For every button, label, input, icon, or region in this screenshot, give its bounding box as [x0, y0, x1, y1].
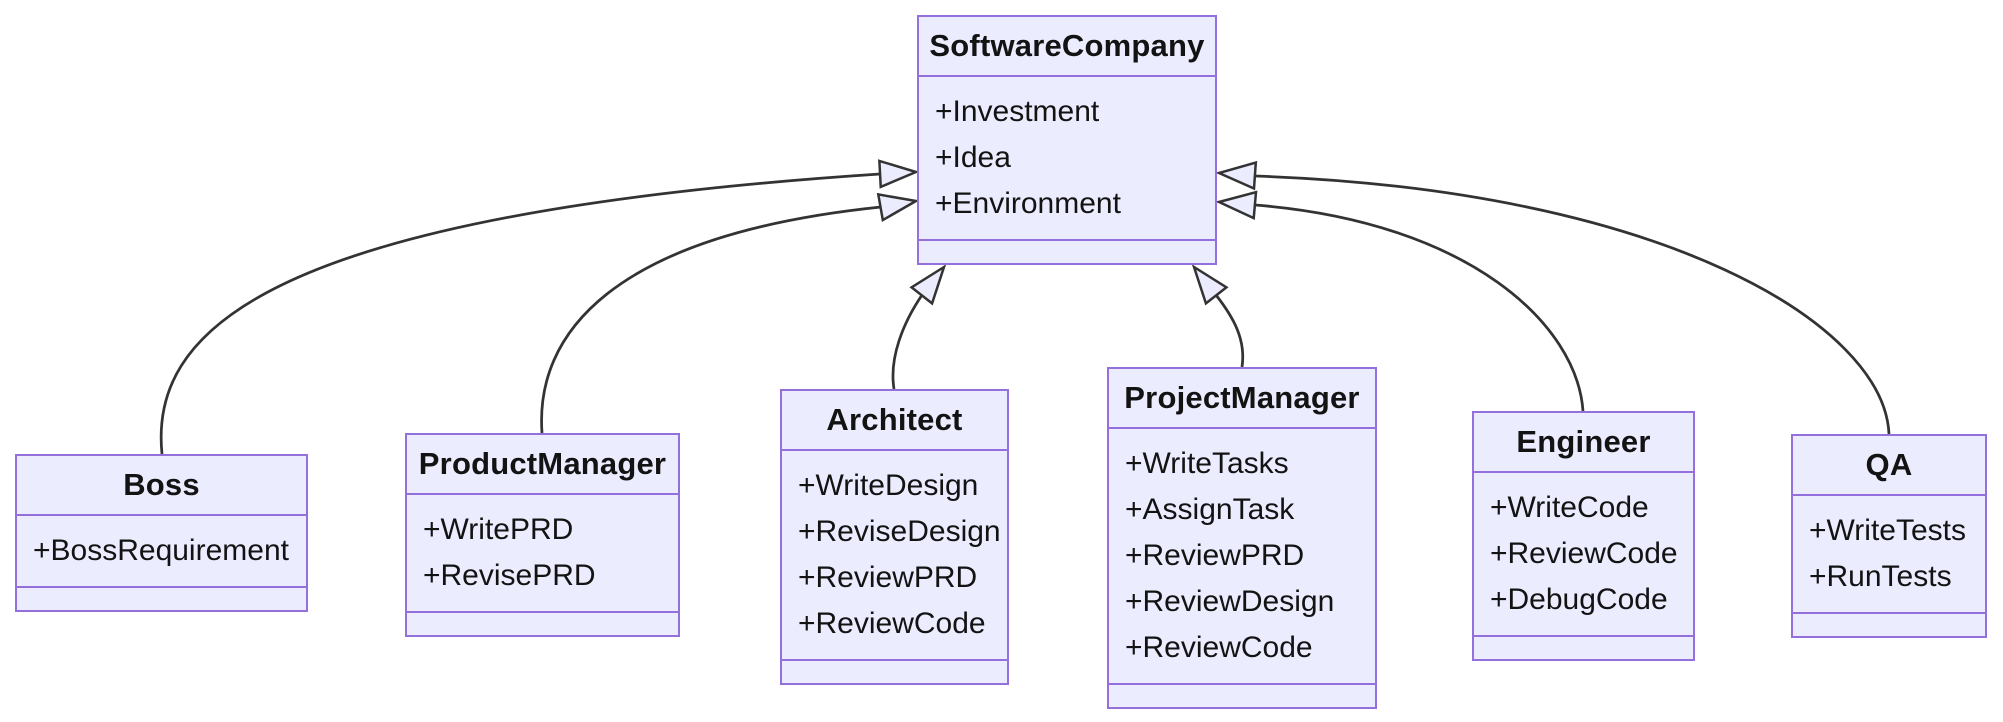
class-projectmanager-title: ProjectManager	[1124, 380, 1360, 415]
attribute: +Idea	[935, 141, 1011, 174]
attribute: +ReviseDesign	[798, 515, 1001, 548]
attribute: +WriteDesign	[798, 469, 979, 502]
inheritance-arrowhead-boss	[878, 159, 920, 189]
attribute: +ReviewCode	[798, 607, 986, 640]
class-engineer-attributes: +WriteCode +ReviewCode +DebugCode	[1474, 471, 1693, 635]
class-boss-title: Boss	[123, 467, 200, 502]
edge-architect-to-softwarecompany	[891, 294, 924, 390]
class-projectmanager: ProjectManager +WriteTasks +AssignTask +…	[1107, 367, 1377, 709]
inheritance-arrowhead-productmanager	[876, 192, 920, 223]
inheritance-arrowhead-engineer	[1215, 190, 1258, 220]
attribute: +AssignTask	[1125, 493, 1295, 526]
class-productmanager-title: ProductManager	[418, 446, 667, 481]
class-softwarecompany-methods-empty	[919, 239, 1215, 263]
inheritance-arrowhead-projectmanager	[1191, 264, 1229, 306]
class-softwarecompany-attributes: +Investment +Idea +Environment	[919, 75, 1215, 239]
class-softwarecompany-title: SoftwareCompany	[929, 28, 1205, 63]
class-boss-attributes: +BossRequirement	[17, 514, 306, 586]
class-architect: Architect +WriteDesign +ReviseDesign +Re…	[780, 389, 1009, 685]
attribute: +BossRequirement	[33, 534, 289, 567]
class-engineer-methods-empty	[1474, 635, 1693, 659]
class-qa-methods-empty	[1793, 612, 1985, 636]
attribute: +WriteTasks	[1125, 447, 1289, 480]
class-productmanager: ProductManager +WritePRD +RevisePRD	[405, 433, 680, 637]
edge-productmanager-to-softwarecompany	[540, 205, 882, 434]
attribute: +ReviewPRD	[798, 561, 978, 594]
class-boss-methods-empty	[17, 586, 306, 610]
class-architect-methods-empty	[782, 659, 1007, 683]
edge-boss-to-softwarecompany	[159, 172, 881, 455]
class-productmanager-methods-empty	[407, 611, 678, 635]
attribute: +RevisePRD	[423, 559, 596, 592]
class-qa: QA +WriteTests +RunTests	[1791, 434, 1987, 638]
edge-qa-to-softwarecompany	[1254, 174, 1891, 435]
attribute: +ReviewCode	[1490, 537, 1678, 570]
edge-engineer-to-softwarecompany	[1254, 203, 1585, 412]
attribute: +WriteCode	[1490, 491, 1649, 524]
attribute: +ReviewCode	[1125, 631, 1313, 664]
class-architect-attributes: +WriteDesign +ReviseDesign +ReviewPRD +R…	[782, 449, 1007, 659]
class-engineer: Engineer +WriteCode +ReviewCode +DebugCo…	[1472, 411, 1695, 661]
inheritance-arrowhead-qa	[1215, 160, 1258, 191]
class-qa-title: QA	[1865, 447, 1913, 482]
inheritance-arrowhead-architect	[909, 264, 947, 306]
class-projectmanager-attributes: +WriteTasks +AssignTask +ReviewPRD +Revi…	[1109, 427, 1375, 683]
attribute: +Investment	[935, 95, 1100, 128]
attribute: +RunTests	[1809, 560, 1952, 593]
attribute: +DebugCode	[1490, 583, 1668, 616]
class-architect-title: Architect	[826, 402, 963, 437]
class-boss: Boss +BossRequirement	[15, 454, 308, 612]
edge-projectmanager-to-softwarecompany	[1214, 294, 1245, 368]
class-projectmanager-methods-empty	[1109, 683, 1375, 707]
class-engineer-title: Engineer	[1516, 424, 1651, 459]
class-productmanager-attributes: +WritePRD +RevisePRD	[407, 493, 678, 611]
class-qa-attributes: +WriteTests +RunTests	[1793, 494, 1985, 612]
class-softwarecompany: SoftwareCompany +Investment +Idea +Envir…	[917, 15, 1217, 265]
attribute: +ReviewPRD	[1125, 539, 1305, 572]
attribute: +ReviewDesign	[1125, 585, 1335, 618]
attribute: +Environment	[935, 187, 1121, 220]
attribute: +WritePRD	[423, 513, 574, 546]
attribute: +WriteTests	[1809, 514, 1966, 547]
